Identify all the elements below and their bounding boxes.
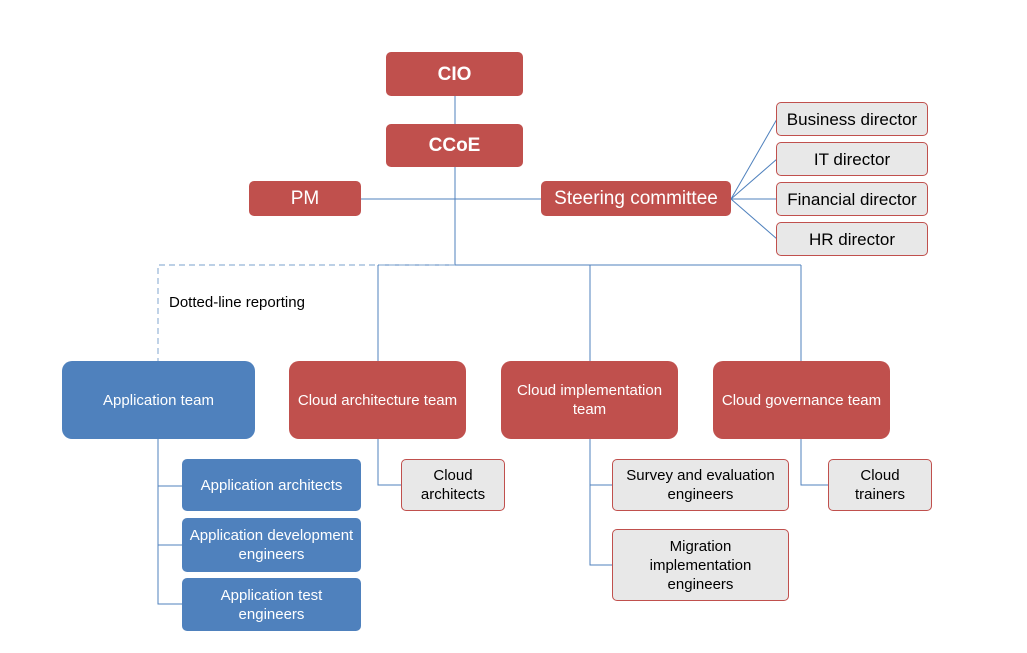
survey-evaluation-engineers-node: Survey and evaluation engineers xyxy=(612,459,789,511)
steering-it-line xyxy=(730,158,778,200)
financial-director-node: Financial director xyxy=(776,182,928,216)
impl-children-line xyxy=(589,438,613,566)
application-architects-node: Application architects xyxy=(182,459,361,511)
arch-children-line xyxy=(377,438,402,486)
steering-business-line xyxy=(730,118,778,200)
application-team-node: Application team xyxy=(62,361,255,439)
cloud-architects-node: Cloud architects xyxy=(401,459,505,511)
cloud-governance-team-node: Cloud governance team xyxy=(713,361,890,439)
it-director-node: IT director xyxy=(776,142,928,176)
cloud-implementation-team-node: Cloud implementation team xyxy=(501,361,678,439)
dotted-reporting-line xyxy=(157,264,455,362)
steering-committee-node: Steering committee xyxy=(541,181,731,216)
pm-node: PM xyxy=(249,181,361,216)
app-team-children-line xyxy=(157,438,182,605)
cloud-architecture-team-node: Cloud architecture team xyxy=(289,361,466,439)
dotted-line-reporting-label: Dotted-line reporting xyxy=(169,294,305,311)
cloud-trainers-node: Cloud trainers xyxy=(828,459,932,511)
gov-children-line xyxy=(800,438,828,486)
business-director-node: Business director xyxy=(776,102,928,136)
application-test-engineers-node: Application test engineers xyxy=(182,578,361,631)
ccoe-node: CCoE xyxy=(386,124,523,167)
cio-node: CIO xyxy=(386,52,523,96)
application-development-engineers-node: Application development engineers xyxy=(182,518,361,572)
hr-director-node: HR director xyxy=(776,222,928,256)
steering-hr-line xyxy=(730,198,778,240)
migration-implementation-engineers-node: Migration implementation engineers xyxy=(612,529,789,601)
